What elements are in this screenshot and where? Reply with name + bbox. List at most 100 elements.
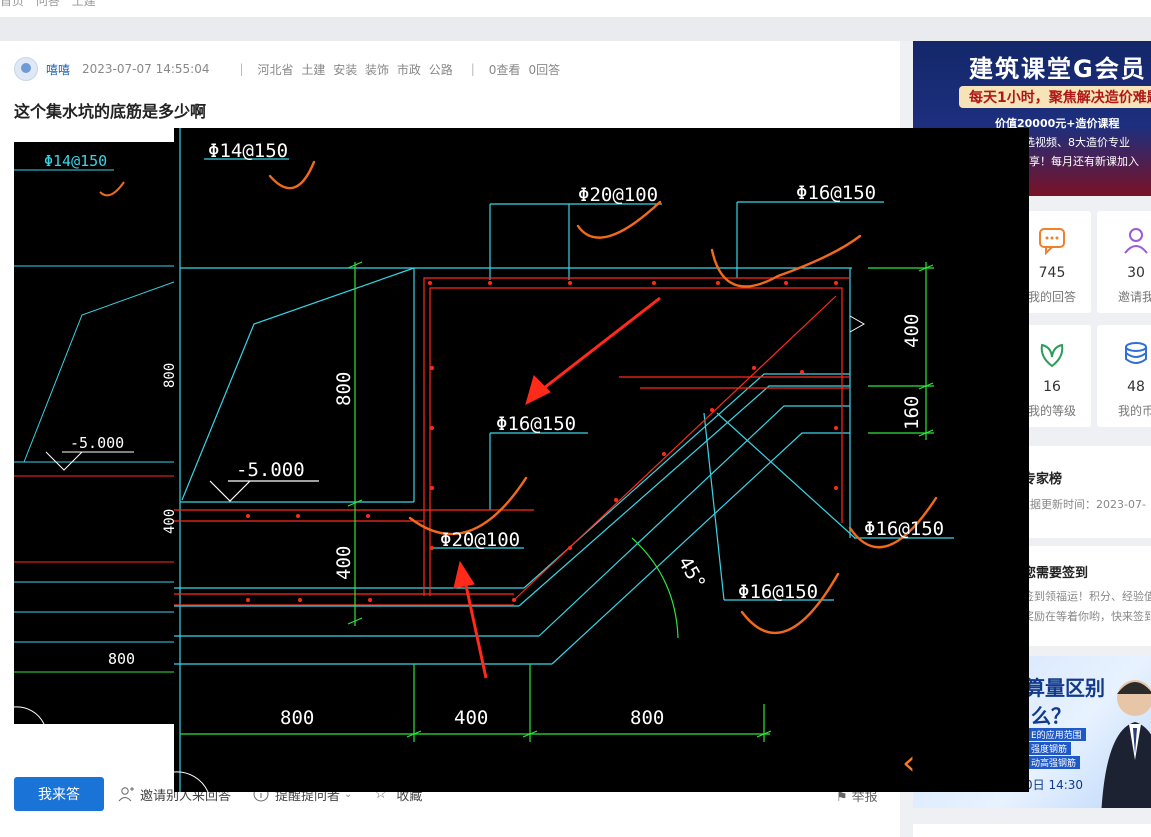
ad-title: 算量区别: [1025, 676, 1105, 700]
stat-coins[interactable]: 48 我的币: [1097, 325, 1151, 427]
angle-label: 45°: [674, 553, 710, 594]
break-line: [849, 315, 866, 333]
category-tag[interactable]: 公路: [428, 62, 453, 77]
update-time: 数据更新时间：2023-07-: [1019, 498, 1146, 511]
ad-line: E的应用范围: [1027, 728, 1086, 741]
dimension-label: 160: [901, 396, 923, 430]
thumb-dim: 800: [162, 363, 174, 388]
rebar-dots: [246, 281, 838, 602]
breadcrumb: 首页 问答 土建: [0, 0, 1151, 17]
user-icon: [1124, 228, 1148, 254]
checkin-text: 奖励在等着你哟，快来签到吧: [1023, 610, 1151, 623]
rebar-label: Φ16@150: [738, 581, 818, 603]
presenter-image: [1101, 680, 1151, 808]
ad-title: 么？: [1031, 704, 1071, 728]
dimension-label: 400: [901, 314, 923, 348]
breadcrumb-item[interactable]: 土建: [71, 0, 96, 8]
category-tag[interactable]: 市政: [396, 62, 421, 77]
action-bar: 我来答 邀请别人来回答 提醒提问者 ⌄ ☆ 收藏: [14, 777, 444, 811]
panel-title: 专家榜: [1023, 472, 1063, 487]
dimension-label: 400: [454, 707, 488, 729]
rebar-label: Φ16@150: [796, 182, 876, 204]
header-spacer: [0, 17, 1151, 41]
avatar[interactable]: [14, 57, 38, 81]
cad-labels: Φ14@150 Φ20@100 Φ16@150 Φ16@150 Φ20@100 …: [208, 140, 944, 729]
rebar-lines: [174, 277, 850, 606]
image-preview-overlay[interactable]: Φ14@150 Φ20@100 Φ16@150 Φ16@150 Φ20@100 …: [174, 128, 1029, 792]
post-time: 2023-07-07 14:55:04: [82, 62, 210, 76]
ad-line: 动高强钢筋: [1027, 756, 1081, 769]
ad-date: 0日 14:30: [1025, 778, 1084, 792]
stat-label: 我的等级: [1027, 404, 1076, 418]
category-tag[interactable]: 土建: [301, 62, 326, 77]
question-meta: 嘻嘻 2023-07-07 14:55:04 | 河北省 土建 安装 装饰 市政…: [14, 57, 561, 81]
question-tags: 河北省 土建 安装 装饰 市政 公路: [258, 61, 457, 78]
leaf-icon: [1040, 343, 1064, 368]
stat-number: 48: [1127, 379, 1145, 395]
stat-number: 16: [1043, 379, 1061, 395]
dimension-label: 800: [333, 372, 355, 406]
sidebar-panel: [913, 824, 1151, 837]
invite-user-icon: [118, 787, 134, 802]
thumb-dim: 800: [108, 650, 135, 668]
rebar-label: Φ16@150: [864, 518, 944, 540]
flag-icon: ⚑: [836, 790, 848, 805]
rebar-label: Φ20@100: [440, 529, 520, 551]
stat-number: 745: [1038, 265, 1066, 281]
ad-line: 强度钢筋: [1027, 742, 1072, 755]
checkin-text: 签到领福运！积分、经验值等: [1023, 590, 1151, 603]
stat-label: 我的回答: [1027, 290, 1076, 304]
thumb-dim: 400: [162, 509, 174, 534]
chat-icon: [1039, 228, 1065, 255]
rebar-label: Φ20@100: [578, 184, 658, 206]
coin-icon: [1125, 342, 1147, 364]
stat-number: 30: [1127, 265, 1145, 281]
report-label: 举报: [851, 790, 878, 805]
annotation-arrows: [453, 296, 661, 679]
banner-title: 建筑课堂G会员: [969, 55, 1147, 83]
invite-label: 邀请别人来回答: [140, 788, 232, 804]
previous-image-icon[interactable]: ‹: [902, 743, 916, 783]
stat-label: 邀请我: [1117, 290, 1151, 304]
answer-count: 0回答: [528, 62, 561, 77]
stat-invited[interactable]: 30 邀请我: [1097, 211, 1151, 313]
elevation-marker: [209, 480, 319, 502]
divider: |: [239, 62, 244, 76]
rebar-label: Φ14@150: [208, 140, 288, 162]
category-tag[interactable]: 装饰: [365, 62, 390, 77]
invite-link[interactable]: 邀请别人来回答: [118, 785, 231, 804]
dimension-label: 400: [333, 546, 355, 580]
attachment-thumbnail[interactable]: Φ14@150 -5.000 800 400 800: [14, 142, 174, 724]
breadcrumb-item[interactable]: 首页: [0, 0, 25, 8]
province-tag[interactable]: 河北省: [257, 62, 294, 77]
stat-label: 我的币: [1117, 404, 1151, 418]
cad-drawing: Φ14@150 Φ20@100 Φ16@150 Φ16@150 Φ20@100 …: [174, 128, 954, 792]
chevron-down-icon: ⌄: [344, 788, 353, 800]
rebar-label: Φ16@150: [496, 413, 576, 435]
banner-line: 享！每月还有新课加入: [1029, 155, 1139, 168]
question-title: 这个集水坑的底筋是多少啊: [14, 102, 207, 121]
banner-line: 价值20000元+造价课程: [995, 117, 1120, 130]
annotation-curves: [268, 160, 938, 635]
dimension-label: 800: [280, 707, 314, 729]
corner-arc: [174, 771, 209, 792]
elevation-label: -5.000: [236, 459, 305, 481]
author-name[interactable]: 嘻嘻: [46, 62, 71, 77]
favorite-label: 收藏: [396, 788, 423, 804]
concrete-outline: [174, 128, 954, 792]
remind-label: 提醒提问者: [275, 788, 341, 804]
breadcrumb-item[interactable]: 问答: [35, 0, 60, 8]
thumb-elevation: -5.000: [70, 434, 124, 452]
answer-button[interactable]: 我来答: [14, 777, 104, 811]
dimension-label: 800: [630, 707, 664, 729]
view-count: 0查看: [488, 62, 521, 77]
category-tag[interactable]: 安装: [333, 62, 358, 77]
report-link[interactable]: ⚑举报: [836, 786, 878, 805]
banner-line: 精选视频、8大造价专业: [1013, 136, 1130, 149]
divider: |: [470, 62, 475, 76]
banner-slogan: 每天1小时，聚焦解决造价难题: [959, 86, 1151, 108]
panel-title: 您需要签到: [1023, 566, 1089, 581]
thumb-label: Φ14@150: [44, 152, 107, 170]
dimension-lines: [180, 261, 934, 742]
thumbnail-drawing: Φ14@150 -5.000 800 400 800: [14, 152, 174, 724]
